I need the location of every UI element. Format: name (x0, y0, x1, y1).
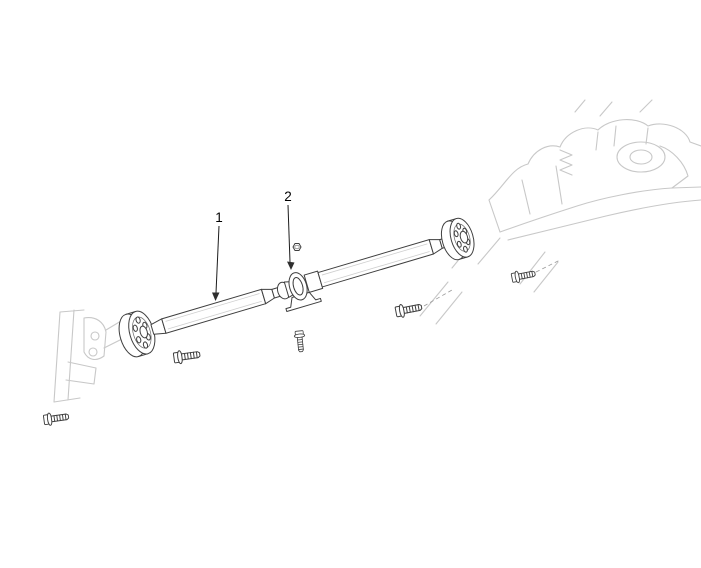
bolt-rear-left (394, 300, 424, 319)
front-shaft-tube (150, 288, 275, 335)
propeller-shaft (118, 217, 475, 358)
bolt-front-flange (172, 347, 202, 365)
mounting-bolts (42, 259, 561, 427)
bolt-rear-right (510, 267, 537, 285)
front-flange (118, 310, 156, 358)
callout-1-label: 1 (215, 210, 223, 225)
underbody-art-top-right (419, 99, 701, 325)
rear-shaft-tube (303, 236, 451, 293)
callout-1: 1 (212, 210, 223, 301)
center-joint-nut (292, 243, 302, 251)
rear-flange (440, 217, 475, 261)
underbody-art-bottom-left (53, 309, 127, 403)
bolt-front-lower (42, 409, 70, 427)
bolt-leader-line (423, 289, 453, 307)
callout-2: 2 (284, 189, 295, 270)
bolt-center-bearing (293, 330, 307, 353)
center-bearing (285, 272, 322, 313)
callout-2-label: 2 (284, 189, 292, 204)
bolt-leader-line (535, 259, 561, 273)
